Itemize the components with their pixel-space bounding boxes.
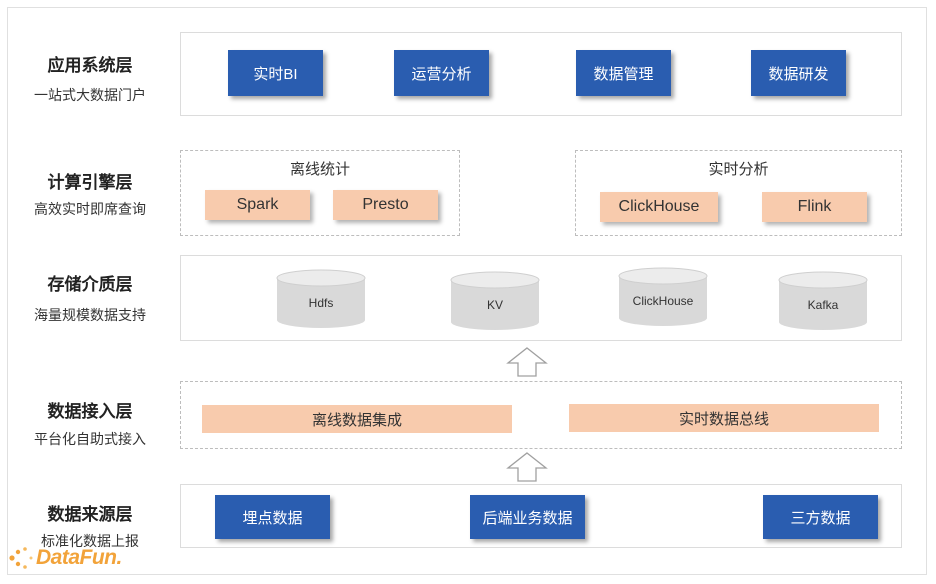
storage-kafka-label: Kafka bbox=[807, 298, 839, 312]
app-item-data-development: 数据研发 bbox=[751, 50, 846, 96]
layer-subtitle-compute: 高效实时即席查询 bbox=[34, 201, 146, 217]
ingest-offline-integration: 离线数据集成 bbox=[202, 405, 512, 433]
storage-clickhouse-label: ClickHouse bbox=[632, 294, 694, 308]
storage-kafka: Kafka bbox=[777, 270, 869, 332]
storage-hdfs: Hdfs bbox=[275, 268, 367, 330]
app-item-operations-analysis: 运营分析 bbox=[394, 50, 489, 96]
compute-realtime-label: 实时分析 bbox=[708, 161, 769, 178]
diagram-frame bbox=[7, 7, 927, 575]
storage-kv-label: KV bbox=[486, 298, 503, 312]
storage-kv: KV bbox=[449, 270, 541, 332]
layer-subtitle-storage: 海量规模数据支持 bbox=[34, 307, 146, 323]
source-item-backend-data: 后端业务数据 bbox=[470, 495, 585, 539]
datafun-logo: DataFun. bbox=[8, 543, 122, 573]
up-arrow-icon bbox=[506, 347, 548, 377]
database-cylinder-icon bbox=[778, 271, 868, 330]
compute-offline-label: 离线统计 bbox=[289, 161, 350, 178]
logo-text: DataFun. bbox=[36, 546, 122, 569]
layer-title-source: 数据来源层 bbox=[47, 505, 133, 524]
database-cylinder-icon bbox=[450, 271, 540, 330]
storage-clickhouse: ClickHouse bbox=[617, 266, 709, 328]
engine-presto: Presto bbox=[333, 190, 438, 220]
engine-spark: Spark bbox=[205, 190, 310, 220]
app-item-realtime-bi: 实时BI bbox=[228, 50, 323, 96]
layer-title-ingest: 数据接入层 bbox=[47, 402, 133, 421]
layer-subtitle-ingest: 平台化自助式接入 bbox=[34, 431, 146, 447]
layer-subtitle-application: 一站式大数据门户 bbox=[34, 87, 146, 103]
source-item-third-party-data: 三方数据 bbox=[763, 495, 878, 539]
layer-title-storage: 存储介质层 bbox=[47, 275, 133, 294]
storage-hdfs-label: Hdfs bbox=[308, 296, 334, 310]
database-cylinder-icon bbox=[276, 269, 366, 328]
source-item-tracking-data: 埋点数据 bbox=[215, 495, 330, 539]
database-cylinder-icon bbox=[618, 267, 708, 326]
logo-dots-icon bbox=[9, 547, 33, 569]
ingest-realtime-bus: 实时数据总线 bbox=[569, 404, 879, 432]
layer-title-application: 应用系统层 bbox=[47, 56, 133, 75]
engine-flink: Flink bbox=[762, 192, 867, 222]
layer-subtitle-source: 标准化数据上报 bbox=[41, 533, 139, 549]
engine-clickhouse: ClickHouse bbox=[600, 192, 718, 222]
layer-title-compute: 计算引擎层 bbox=[47, 173, 133, 192]
app-item-data-management: 数据管理 bbox=[576, 50, 671, 96]
up-arrow-icon bbox=[506, 452, 548, 482]
